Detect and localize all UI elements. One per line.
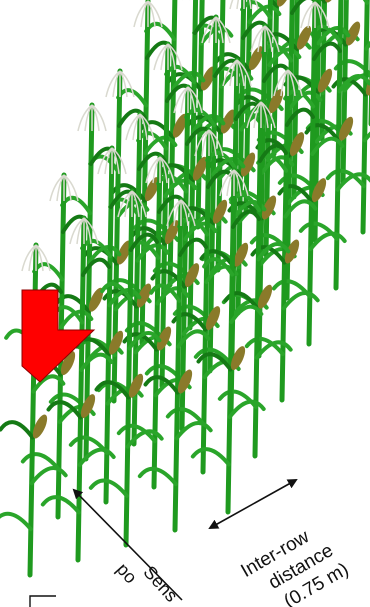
leaf xyxy=(140,469,176,484)
stalk xyxy=(228,170,234,512)
stalk xyxy=(282,70,288,400)
leaf xyxy=(1,422,33,437)
inter-row-distance-label: Inter-row distance (0.75 m) xyxy=(238,517,353,607)
leaf xyxy=(0,514,31,529)
stalk xyxy=(175,200,181,530)
leaf xyxy=(146,24,174,39)
leaf xyxy=(257,342,291,357)
inter-row-dimension-arrow-icon xyxy=(210,480,296,528)
leaf xyxy=(43,497,79,512)
leaf xyxy=(91,480,127,495)
leaf xyxy=(301,223,337,238)
corner-box-fragment xyxy=(30,596,56,607)
stalk xyxy=(363,0,369,232)
leaf xyxy=(230,402,264,417)
stalk xyxy=(203,130,209,472)
leaf xyxy=(193,449,229,464)
sensor-label-line1: Sens xyxy=(139,562,181,606)
sensor-label-line2: po xyxy=(113,559,141,587)
sensor-label: Sens po xyxy=(113,547,182,607)
leaf xyxy=(220,391,256,406)
maize-plants xyxy=(0,0,370,575)
leaf xyxy=(62,198,90,213)
stalk xyxy=(78,218,84,560)
